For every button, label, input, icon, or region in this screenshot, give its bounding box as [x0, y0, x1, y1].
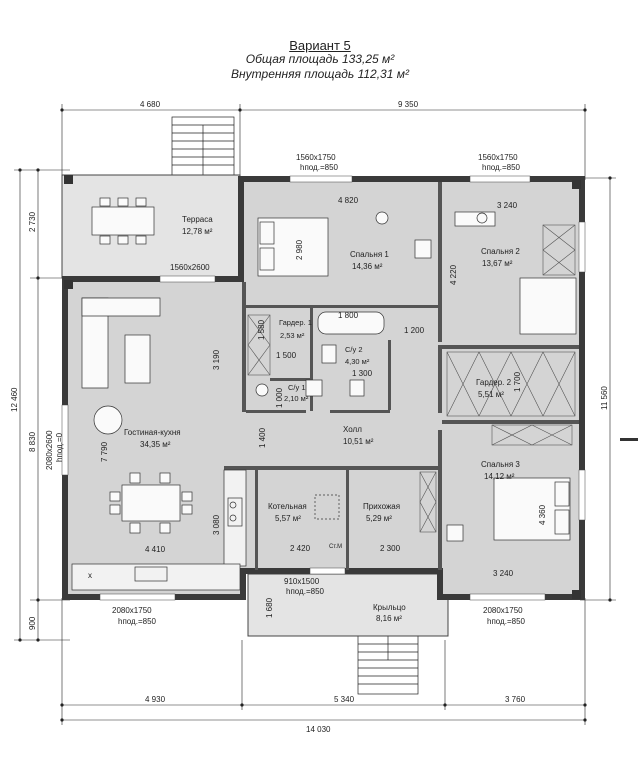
dim-2420: 2 420: [290, 544, 311, 553]
dim-2300: 2 300: [380, 544, 401, 553]
furniture: [81, 197, 577, 542]
dim-1700: 1 700: [513, 371, 522, 392]
section-marker: [64, 175, 638, 599]
opening-w3: 1560х2600: [170, 263, 210, 272]
kitchen-units: [71, 469, 247, 591]
wardrobe-hatch: [247, 224, 576, 533]
opening-w2: 1560х1750: [478, 153, 518, 162]
wardrobe2-name: Гардер. 2: [476, 378, 512, 387]
dim-1500: 1 500: [276, 351, 297, 360]
dim-1800: 1 800: [338, 311, 359, 320]
dim-3240-bottom: 3 240: [493, 569, 514, 578]
bedroom2-area: 13,67 м²: [482, 259, 513, 268]
bedroom3-name: Спальня 3: [481, 460, 520, 469]
wardrobe1-name: Гардер. 1: [279, 318, 312, 327]
opening-w1: 1560х1750: [296, 153, 336, 162]
boiler-name: Котельная: [268, 502, 307, 511]
dim-1580: 1 580: [257, 319, 266, 340]
dim-1680: 1 680: [265, 597, 274, 618]
inner-area: Внутренняя площадь 112,31 м²: [231, 67, 409, 81]
wardrobe1-area: 2,53 м²: [280, 331, 305, 340]
dim-4360: 4 360: [538, 504, 547, 525]
dimension-ticks: [18, 108, 612, 722]
opening-w4-h: hпод.=0: [55, 432, 64, 462]
dim-top-left: 4 680: [140, 100, 161, 109]
hall-area: 10,51 м²: [343, 437, 374, 446]
bath2-area: 4,30 м²: [345, 357, 370, 366]
dim-3240-top: 3 240: [497, 201, 518, 210]
dim-4220: 4 220: [449, 264, 458, 285]
dim-2980: 2 980: [295, 239, 304, 260]
bath1-name: С/у 1: [288, 383, 306, 392]
interior-walls: [224, 182, 579, 570]
bedroom2-name: Спальня 2: [481, 247, 520, 256]
porch-floor: [247, 573, 449, 637]
stairs-terrace: [171, 116, 235, 178]
dim-left-3: 900: [28, 616, 37, 630]
stm-label: Ст.М: [329, 544, 342, 550]
dim-1400: 1 400: [258, 427, 267, 448]
dim-3190: 3 190: [212, 349, 221, 370]
bedroom3-area: 14,12 м²: [484, 472, 515, 481]
opening-w5: 2080х1750: [112, 606, 152, 615]
plan-title: Вариант 5: [289, 38, 351, 53]
wardrobe2-area: 5,51 м²: [478, 390, 504, 399]
opening-w7-h: hпод.=850: [487, 617, 526, 626]
porch-area: 8,16 м²: [376, 614, 402, 623]
boiler-area: 5,57 м²: [275, 514, 301, 523]
dim-bottom-a: 4 930: [145, 695, 166, 704]
dim-left-2: 8 830: [28, 431, 37, 452]
living-area: 34,35 м²: [140, 440, 171, 449]
porch-name: Крыльцо: [373, 603, 406, 612]
dim-4820: 4 820: [338, 196, 359, 205]
dim-left-total: 12 460: [10, 387, 19, 412]
dim-bottom-total: 14 030: [306, 725, 331, 734]
dim-top-right: 9 350: [398, 100, 419, 109]
living-name: Гостиная-кухня: [124, 428, 181, 437]
bath2-name: С/у 2: [345, 345, 363, 354]
entry-area: 5,29 м²: [366, 514, 392, 523]
dim-3080: 3 080: [212, 514, 221, 535]
dim-4410: 4 410: [145, 545, 166, 554]
dim-left-1: 2 730: [28, 211, 37, 232]
bedroom1-area: 14,36 м²: [352, 262, 383, 271]
total-area: Общая площадь 133,25 м²: [245, 52, 395, 66]
windows: [61, 175, 586, 601]
dim-bottom-b: 5 340: [334, 695, 355, 704]
bedroom1-name: Спальня 1: [350, 250, 389, 259]
opening-w6-h: hпод.=850: [286, 587, 325, 596]
opening-w6: 910х1500: [284, 577, 320, 586]
dim-bottom-c: 3 760: [505, 695, 526, 704]
dim-1200: 1 200: [404, 326, 425, 335]
entry-name: Прихожая: [363, 502, 400, 511]
dim-right-total: 11 560: [600, 386, 609, 410]
terrace-name: Терраса: [182, 215, 213, 224]
opening-w1-h: hпод.=850: [300, 163, 339, 172]
bath1-area: 2,10 м²: [284, 394, 309, 403]
opening-w7: 2080х1750: [483, 606, 523, 615]
dim-1300: 1 300: [352, 369, 373, 378]
opening-w2-h: hпод.=850: [482, 163, 521, 172]
dim-1000: 1 000: [275, 387, 284, 408]
terrace-area: 12,78 м²: [182, 227, 213, 236]
opening-w4: 2080х2600: [45, 430, 54, 470]
opening-w5-h: hпод.=850: [118, 617, 157, 626]
hall-name: Холл: [343, 425, 362, 434]
svg-text:x: x: [88, 571, 92, 580]
dim-7790: 7 790: [100, 441, 109, 462]
stairs-porch: [357, 635, 419, 695]
